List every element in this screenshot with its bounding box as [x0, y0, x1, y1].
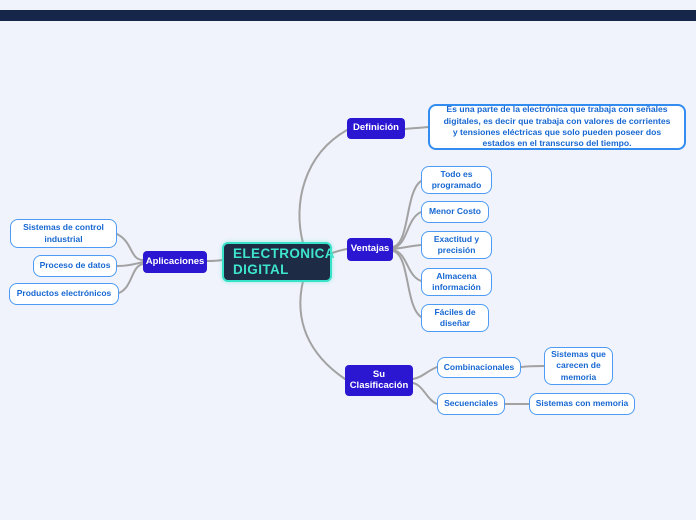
node-definicion-texto[interactable]: Es una parte de la electrónica que traba…: [428, 104, 686, 150]
node-secuenciales[interactable]: Secuenciales: [437, 393, 505, 415]
node-sistemas-control-industrial[interactable]: Sistemas de control industrial: [10, 219, 117, 248]
node-todo-es-programado[interactable]: Todo es programado: [421, 166, 492, 194]
connector-aplicaciones-proceso-datos: [116, 261, 144, 267]
connector-clasificacion-combinacionales: [412, 366, 438, 380]
node-central-topic[interactable]: ELECTRONICA DIGITAL: [222, 242, 335, 282]
node-menor-costo[interactable]: Menor Costo: [421, 201, 489, 223]
connector-ventajas-todo: [392, 180, 422, 248]
node-faciles-de-disenar[interactable]: Fáciles de diseñar: [421, 304, 489, 332]
connector-central-ventajas: [331, 248, 348, 254]
connector-central-aplicaciones: [206, 259, 223, 262]
node-sistemas-con-memoria[interactable]: Sistemas con memoria: [529, 393, 635, 415]
connector-combinacionales-carecen: [520, 365, 545, 368]
node-combinacionales[interactable]: Combinacionales: [437, 357, 521, 378]
node-ventajas[interactable]: Ventajas: [347, 238, 393, 261]
connector-ventajas-almacena: [392, 249, 422, 282]
connector-clasificacion-secuenciales: [412, 382, 438, 405]
node-sistemas-carecen-memoria[interactable]: Sistemas que carecen de memoria: [544, 347, 613, 385]
connector-central-clasificacion: [299, 280, 346, 380]
node-exactitud-precision[interactable]: Exactitud y precisión: [421, 231, 492, 259]
node-proceso-de-datos[interactable]: Proceso de datos: [33, 255, 117, 277]
node-almacena-informacion[interactable]: Almacena información: [421, 268, 492, 296]
top-bar: [0, 10, 696, 21]
connector-ventajas-exactitud: [392, 244, 422, 250]
node-su-clasificacion[interactable]: Su Clasificación: [345, 365, 413, 396]
connector-aplicaciones-sistemas-control: [116, 233, 144, 261]
node-productos-electronicos[interactable]: Productos electrónicos: [9, 283, 119, 305]
node-aplicaciones[interactable]: Aplicaciones: [143, 251, 207, 273]
connector-ventajas-faciles: [392, 250, 422, 318]
connector-central-definicion: [298, 129, 348, 244]
connector-aplicaciones-productos: [118, 263, 144, 294]
connector-definicion-texto: [404, 126, 429, 130]
node-definicion[interactable]: Definición: [347, 118, 405, 139]
connector-ventajas-menor: [392, 211, 422, 249]
